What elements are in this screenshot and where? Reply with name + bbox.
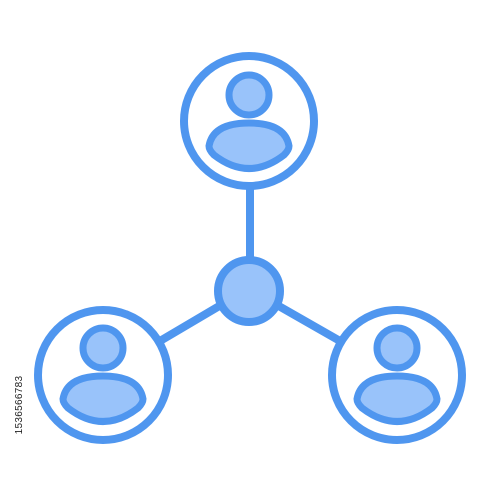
stock-image-id: 1536566783 <box>14 375 25 435</box>
user-body-top-icon <box>205 119 293 172</box>
hub-node-icon <box>214 256 284 326</box>
user-body-right-icon <box>353 372 441 425</box>
connector-left <box>156 301 225 345</box>
user-node-top <box>180 52 318 190</box>
user-node-left <box>34 306 172 444</box>
user-head-right-icon <box>373 324 421 372</box>
user-head-top-icon <box>225 71 273 119</box>
user-head-left-icon <box>79 324 127 372</box>
user-body-left-icon <box>59 372 147 425</box>
connector-right <box>273 301 344 345</box>
user-node-right <box>328 306 466 444</box>
connector-lines <box>156 182 344 345</box>
